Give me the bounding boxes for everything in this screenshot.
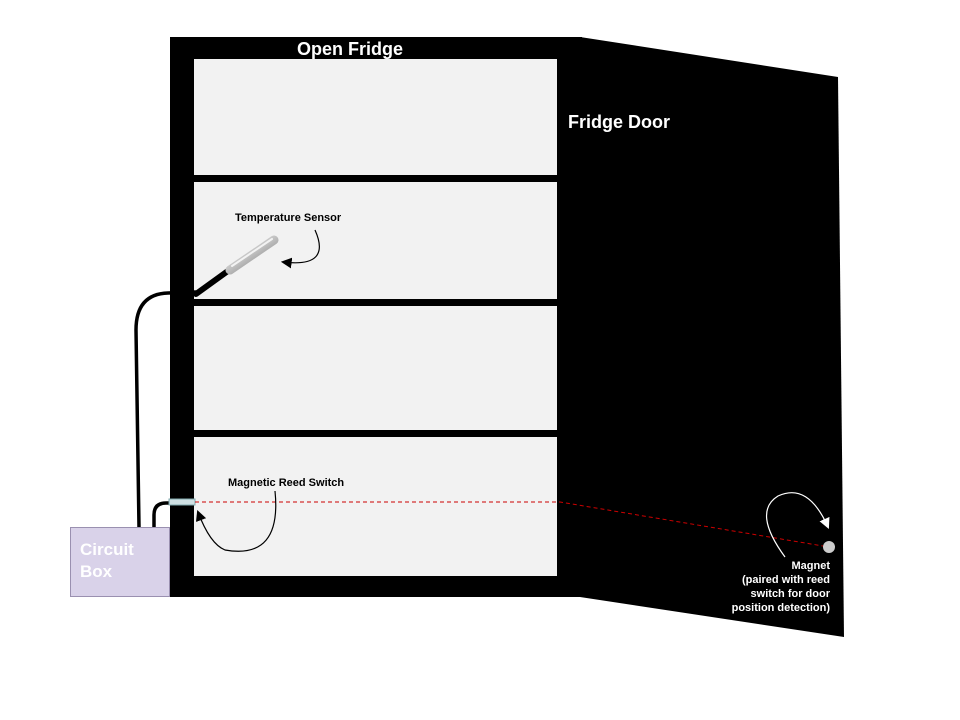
temperature-probe-icon bbox=[225, 235, 279, 275]
fridge-compartment bbox=[194, 306, 557, 430]
reed-switch-icon bbox=[168, 498, 196, 506]
temperature-sensor-label: Temperature Sensor bbox=[235, 212, 342, 224]
reed-switch-cable bbox=[152, 501, 172, 530]
alignment-line bbox=[195, 501, 830, 548]
circuit-box: Circuit Box bbox=[70, 527, 170, 597]
reed-switch-label: Magnetic Reed Switch bbox=[228, 477, 345, 489]
fridge-compartment bbox=[194, 437, 557, 576]
reed-switch-arrow bbox=[195, 490, 277, 552]
fridge-compartment bbox=[194, 182, 557, 299]
fridge-compartment bbox=[194, 59, 557, 175]
magnet-arrow bbox=[765, 492, 830, 558]
sensor-cable bbox=[134, 290, 197, 528]
temperature-sensor-arrow bbox=[280, 229, 320, 269]
magnet-label: Magnet (paired with reed switch for door… bbox=[731, 560, 830, 614]
probe-cable bbox=[193, 265, 235, 297]
magnet-icon bbox=[823, 541, 835, 553]
fridge-door bbox=[580, 37, 844, 637]
door-title: Fridge Door bbox=[568, 112, 670, 132]
circuit-box-label: Circuit Box bbox=[80, 540, 134, 581]
fridge-title: Open Fridge bbox=[296, 39, 403, 59]
probe-highlight bbox=[231, 238, 273, 267]
